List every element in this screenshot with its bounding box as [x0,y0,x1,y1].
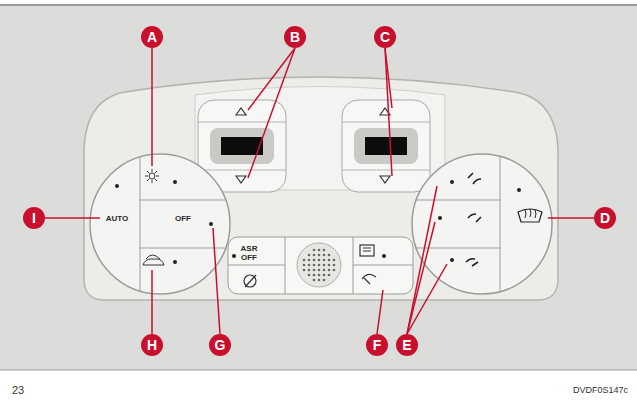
speaker-dot [313,274,316,277]
speaker-dot [308,269,311,272]
speaker-dot [313,264,316,267]
speaker-dot [308,254,311,257]
speaker-dot [323,279,326,282]
callout-letter: D [594,207,616,229]
speaker-dot [328,264,331,267]
callout-letter: G [209,334,231,356]
callout-letter: E [396,334,418,356]
speaker-dot [313,259,316,262]
button-label: AUTO [106,214,129,223]
speaker-dot [323,259,326,262]
callout-letter: H [141,334,163,356]
speaker-dot [318,279,321,282]
speaker-dot [318,249,321,252]
speaker-dot [333,259,336,262]
callout-letter: F [366,334,388,356]
speaker-dot [313,279,316,282]
speaker-dot [308,274,311,277]
speaker-dot [303,259,306,262]
speaker-dot [328,269,331,272]
speaker-dot [328,274,331,277]
figure-code: DVDF0S147c [573,385,628,395]
callout-letter: I [23,207,45,229]
speaker-dot [328,259,331,262]
speaker-dot [303,264,306,267]
speaker-dot [313,249,316,252]
speaker-dot [333,269,336,272]
callout-letter: B [284,26,306,48]
speaker-dot [328,254,331,257]
speaker-dot [318,274,321,277]
speaker-dot [318,254,321,257]
speaker-dot [323,274,326,277]
speaker-dot [323,264,326,267]
speaker-dot [333,264,336,267]
speaker-dot [323,269,326,272]
speaker-dot [318,264,321,267]
button-label: OFF [175,214,191,223]
speaker-dot [303,269,306,272]
speaker-dot [308,259,311,262]
speaker-dot [313,254,316,257]
speaker-dot [308,264,311,267]
speaker-dot [318,269,321,272]
button-label: ASR OFF [237,244,261,262]
speaker-dot [323,249,326,252]
speaker-dot [318,259,321,262]
page-number: 23 [12,384,24,396]
speaker-dot [313,269,316,272]
speaker-dot [323,254,326,257]
callout-letter: C [374,26,396,48]
callout-letter: A [141,26,163,48]
